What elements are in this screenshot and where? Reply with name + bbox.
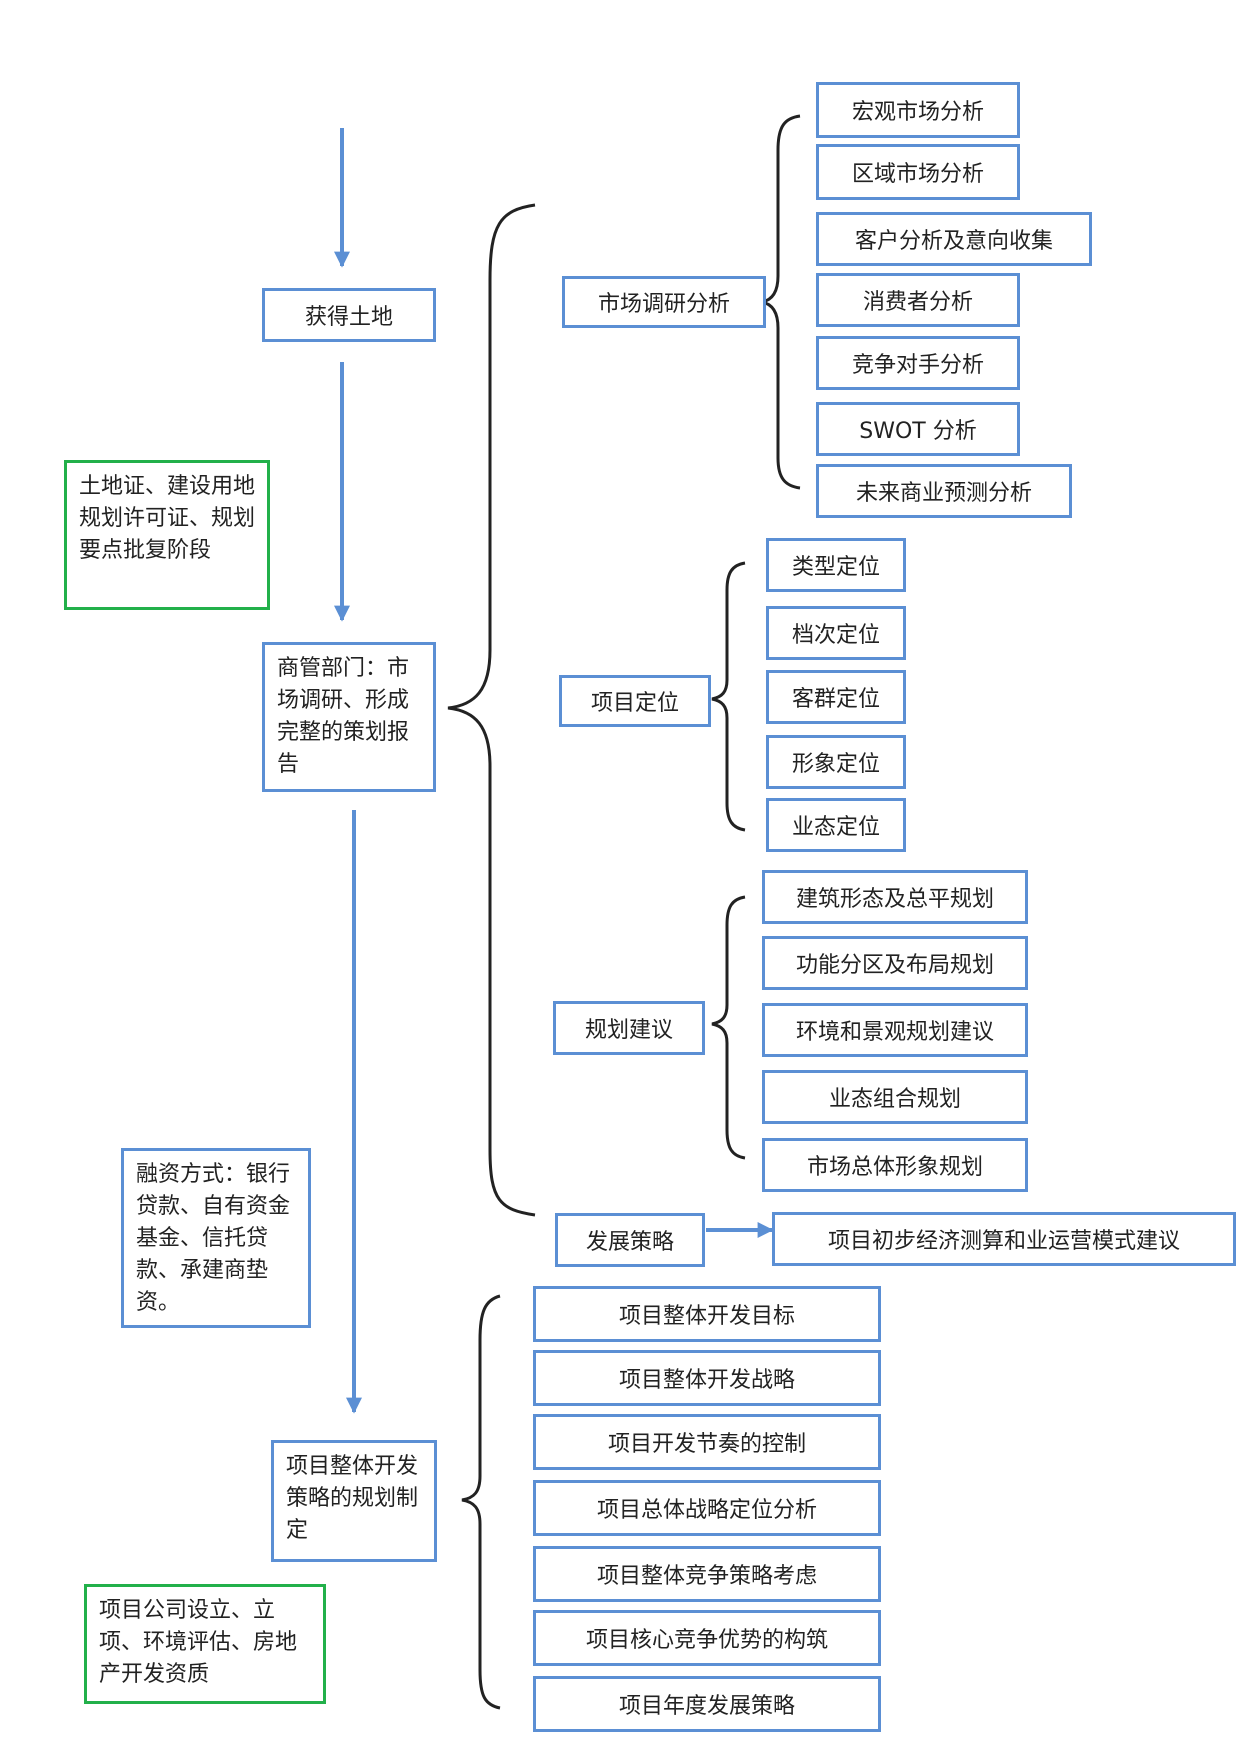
land-certificates-note: 土地证、建设用地规划许可证、规划要点批复阶段 [64,460,270,610]
financing-note: 融资方式：银行贷款、自有资金基金、信托贷款、承建商垫资。 [121,1148,311,1328]
market-item: SWOT 分析 [816,402,1020,456]
market-item: 客户分析及意向收集 [816,212,1092,266]
strategy-item: 项目总体战略定位分析 [533,1480,881,1536]
overall-strategy-box: 项目整体开发策略的规划制定 [271,1440,437,1562]
strategy-item: 项目开发节奏的控制 [533,1414,881,1470]
get-land-box: 获得土地 [262,288,436,342]
positioning-item: 业态定位 [766,798,906,852]
positioning-item: 客群定位 [766,670,906,724]
positioning-item: 类型定位 [766,538,906,592]
market-item: 区域市场分析 [816,144,1020,200]
strategy-item: 项目整体开发目标 [533,1286,881,1342]
market-item: 未来商业预测分析 [816,464,1072,518]
market-item: 消费者分析 [816,273,1020,327]
development-box: 发展策略 [555,1213,705,1267]
market-item: 宏观市场分析 [816,82,1020,138]
strategy-item: 项目整体开发战略 [533,1350,881,1406]
commercial-dept-box: 商管部门：市场调研、形成完整的策划报告 [262,642,436,792]
brace-positioning [711,561,746,832]
positioning-box: 项目定位 [559,675,711,727]
market-item: 竞争对手分析 [816,336,1020,390]
brace-overall-strategy [461,1294,501,1710]
strategy-item: 项目核心竞争优势的构筑 [533,1610,881,1666]
planning-item: 建筑形态及总平规划 [762,870,1028,924]
positioning-item: 档次定位 [766,606,906,660]
market-research-box: 市场调研分析 [562,276,766,328]
brace-main [447,203,536,1217]
planning-item: 业态组合规划 [762,1070,1028,1124]
strategy-item: 项目整体竞争策略考虑 [533,1546,881,1602]
planning-item: 功能分区及布局规划 [762,936,1028,990]
development-result-box: 项目初步经济测算和业运营模式建议 [772,1212,1236,1266]
brace-planning [711,895,746,1160]
planning-item: 环境和景观规划建议 [762,1003,1028,1057]
strategy-item: 项目年度发展策略 [533,1676,881,1732]
brace-market-research [761,114,801,490]
planning-box: 规划建议 [553,1001,705,1055]
planning-item: 市场总体形象规划 [762,1138,1028,1192]
positioning-item: 形象定位 [766,735,906,789]
company-setup-note: 项目公司设立、立项、环境评估、房地产开发资质 [84,1584,326,1704]
